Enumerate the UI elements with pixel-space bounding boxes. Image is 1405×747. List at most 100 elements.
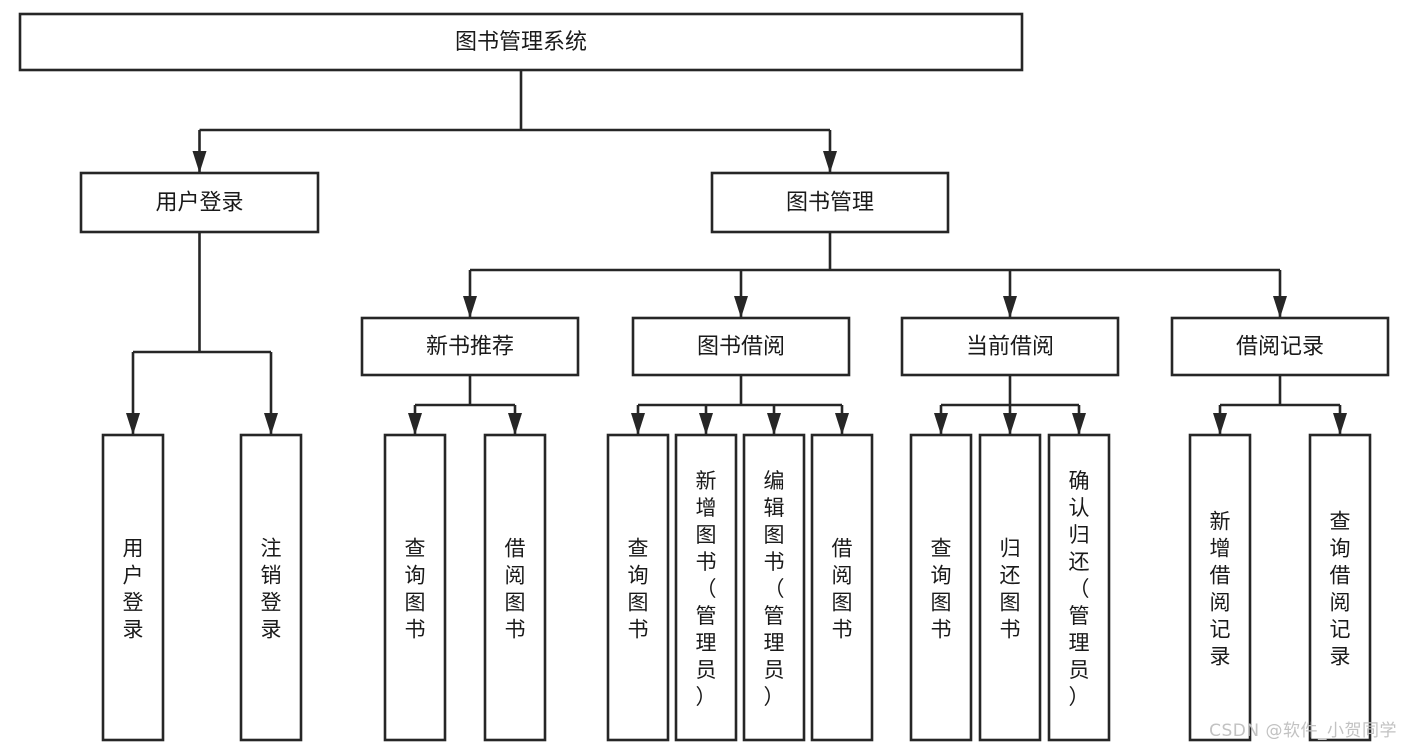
branch-label: 借阅记录: [1236, 335, 1324, 360]
branch-box[interactable]: [710, 171, 950, 234]
leaf-label-char: 认: [1069, 496, 1090, 520]
branch-box[interactable]: [1170, 316, 1390, 377]
leaf-box[interactable]: [909, 433, 973, 742]
leaf-box[interactable]: [1188, 433, 1252, 742]
leaf-label-char: 询: [628, 564, 649, 588]
leaf-label-char: 阅: [505, 564, 526, 588]
leaf-label-char: ）: [764, 685, 785, 709]
leaf-label-char: 销: [261, 564, 282, 588]
arrow-head-icon: [463, 296, 477, 318]
leaf-box[interactable]: [978, 433, 1042, 742]
root-label: 图书管理系统: [455, 30, 587, 55]
leaf-label-char: ）: [1069, 685, 1090, 709]
leaf-label-char: 录: [123, 618, 144, 642]
branch-label: 图书管理: [786, 191, 874, 216]
leaf-box[interactable]: [483, 433, 547, 742]
leaf-label-char: 阅: [832, 564, 853, 588]
watermark-text: CSDN @软件_小贺同学: [1209, 721, 1397, 741]
arrow-head-icon: [934, 413, 948, 435]
leaf-label-char: 录: [1210, 645, 1231, 669]
leaf-label-char: 员: [764, 658, 785, 682]
branch-box[interactable]: [360, 316, 580, 377]
leaf-box[interactable]: [606, 433, 670, 742]
leaf-label-char: 记: [1330, 618, 1351, 642]
leaf-label-char: 记: [1210, 618, 1231, 642]
branch-node[interactable]: 图书借阅: [631, 316, 851, 377]
branch-box[interactable]: [631, 316, 851, 377]
leaf-label-char: 书: [405, 618, 426, 642]
leaf-box[interactable]: [101, 433, 165, 742]
leaf-label-char: 户: [123, 564, 144, 588]
arrow-head-icon: [264, 413, 278, 435]
leaf-label-char: 管: [764, 604, 785, 628]
leaf-label-char: 询: [1330, 537, 1351, 561]
leaf-label-char: 归: [1069, 523, 1090, 547]
leaf-label-char: 图: [931, 591, 952, 615]
leaf-label-char: 查: [1330, 510, 1351, 534]
leaf-label-char: 新: [1210, 510, 1231, 534]
leaf-label-char: （: [696, 577, 717, 601]
arrow-head-icon: [1273, 296, 1287, 318]
leaf-label-char: 询: [405, 564, 426, 588]
leaf-label-char: 录: [261, 618, 282, 642]
leaf-box[interactable]: [239, 433, 303, 742]
branch-label: 当前借阅: [966, 335, 1054, 360]
arrow-head-icon: [1333, 413, 1347, 435]
leaf-label-char: 询: [931, 564, 952, 588]
branch-node[interactable]: 当前借阅: [900, 316, 1120, 377]
branch-box[interactable]: [900, 316, 1120, 377]
leaf-label-char: 图: [764, 523, 785, 547]
leaf-node[interactable]: 用户登录: [101, 433, 165, 742]
leaf-box[interactable]: [1308, 433, 1372, 742]
leaf-box[interactable]: [383, 433, 447, 742]
arrow-head-icon: [767, 413, 781, 435]
arrow-head-icon: [734, 296, 748, 318]
leaf-label-char: 查: [628, 537, 649, 561]
leaf-label-char: 借: [1330, 564, 1351, 588]
arrow-head-icon: [1003, 296, 1017, 318]
leaf-label-char: 登: [261, 591, 282, 615]
leaf-label-char: 借: [505, 537, 526, 561]
node-layer: 图书管理系统用户登录图书管理新书推荐图书借阅当前借阅借阅记录用户登录注销登录查询…: [18, 12, 1390, 742]
leaf-label-char: 理: [1069, 631, 1090, 655]
root-node[interactable]: 图书管理系统: [18, 12, 1024, 72]
leaf-box[interactable]: [1047, 433, 1111, 742]
leaf-label-char: 书: [628, 618, 649, 642]
branch-node[interactable]: 新书推荐: [360, 316, 580, 377]
arrow-head-icon: [508, 413, 522, 435]
branch-node[interactable]: 图书管理: [710, 171, 950, 234]
leaf-label-char: 书: [931, 618, 952, 642]
branch-node[interactable]: 借阅记录: [1170, 316, 1390, 377]
leaf-label-char: 增: [1210, 537, 1231, 561]
leaf-box[interactable]: [742, 433, 806, 742]
leaf-label-char: 书: [1000, 618, 1021, 642]
leaf-label-char: 借: [832, 537, 853, 561]
leaf-box[interactable]: [674, 433, 738, 742]
root-box[interactable]: [18, 12, 1024, 72]
leaf-label-char: 管: [1069, 604, 1090, 628]
arrow-head-icon: [126, 413, 140, 435]
leaf-label-char: 员: [1069, 658, 1090, 682]
arrow-head-icon: [408, 413, 422, 435]
leaf-label-char: 还: [1069, 550, 1090, 574]
branch-box[interactable]: [79, 171, 320, 234]
leaf-label-char: 查: [405, 537, 426, 561]
leaf-box[interactable]: [810, 433, 874, 742]
leaf-label-char: 图: [405, 591, 426, 615]
leaf-label-char: 书: [505, 618, 526, 642]
branch-node[interactable]: 用户登录: [79, 171, 320, 234]
leaf-label-char: 还: [1000, 564, 1021, 588]
